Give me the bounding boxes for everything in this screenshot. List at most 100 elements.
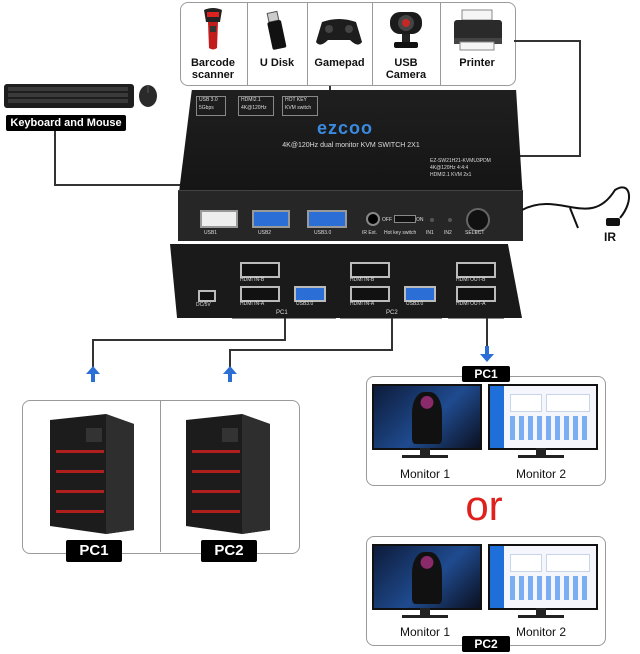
- badge-bottom: 5Gbps: [199, 105, 214, 111]
- badge-top: HDMI2.1: [241, 97, 261, 103]
- monitor-base: [402, 615, 448, 618]
- dc-port: [198, 290, 216, 302]
- usb1-label: USB1: [204, 230, 218, 236]
- usb1-port: [200, 210, 238, 228]
- or-label: or: [465, 482, 503, 529]
- usb30-pc1: [294, 286, 326, 302]
- hdmi-out-b: [456, 262, 496, 278]
- peripheral-divider: [372, 2, 373, 86]
- keyboard-cable: [54, 184, 240, 186]
- monitor-base: [402, 455, 448, 458]
- badge: [196, 96, 226, 116]
- arrow-up-icon: [86, 366, 100, 382]
- dashboard-chart: [546, 394, 590, 412]
- off-label: OFF: [382, 217, 392, 223]
- monitor-stand: [536, 448, 546, 456]
- monitor-2-label: Monitor 2: [515, 467, 567, 481]
- pc1-group-label: PC1: [276, 310, 288, 316]
- usb30-label: USB3.0: [296, 301, 314, 307]
- badge-bottom: KVM switch: [285, 105, 312, 111]
- dc-label: DC/5V: [196, 302, 211, 308]
- peripheral-divider: [307, 2, 308, 86]
- usb2-port: [252, 210, 290, 228]
- peripheral-label: Printer: [459, 57, 495, 69]
- hdmi-in-a-pc2: [350, 286, 390, 302]
- arrow-up-icon: [223, 366, 237, 382]
- hdmi-in-a-label: HDMI IN-A: [350, 301, 375, 307]
- on-label: ON: [416, 217, 424, 223]
- dashboard-sidebar: [490, 546, 504, 608]
- monitor-stand: [420, 608, 430, 616]
- monitor-base: [518, 455, 564, 458]
- badge-top: HOT KEY: [285, 97, 307, 103]
- monitor-1-screen: [372, 544, 482, 610]
- monitor-2-screen: [488, 544, 598, 610]
- pc1-cable: [92, 339, 286, 341]
- pc2-cable: [229, 349, 231, 369]
- badge: [282, 96, 318, 116]
- keyboard-icon: [4, 82, 134, 110]
- badge-bottom: 4K@120Hz: [241, 105, 267, 111]
- monitor-group-1-tag: PC1: [462, 366, 510, 382]
- mouse-icon: [137, 82, 159, 108]
- hdmi-out-b-label: HDMI OUT-B: [456, 277, 486, 283]
- monitor-1-label: Monitor 1: [399, 467, 451, 481]
- gamepad-icon: [314, 14, 364, 48]
- peripheral-label: Barcode scanner: [190, 57, 236, 81]
- pc2-label: PC2: [201, 540, 257, 562]
- device-title: 4K@120Hz dual monitor KVM SWITCH 2X1: [282, 142, 420, 149]
- usb3-port: [307, 210, 347, 228]
- hdmi-in-b-pc2: [350, 262, 390, 278]
- barcode-scanner-icon: [198, 6, 228, 52]
- monitor-group-2-tag: PC2: [462, 636, 510, 652]
- pc-tower-icon: [46, 410, 138, 536]
- arrow-down-icon: [480, 346, 494, 362]
- monitor-stand: [420, 448, 430, 456]
- ir-ext-port: [366, 212, 380, 226]
- in1-led: [430, 218, 434, 222]
- pc-tower-icon: [182, 410, 274, 536]
- usb-disk-icon: [264, 10, 288, 52]
- in2-label: IN2: [444, 230, 452, 236]
- badge-top: USB 3.0: [199, 97, 218, 103]
- dashboard-chart: [510, 394, 542, 412]
- pcs-divider: [160, 400, 161, 552]
- pc1-cable: [284, 318, 286, 340]
- printer-cable: [514, 40, 580, 42]
- usb2-label: USB2: [258, 230, 272, 236]
- hdmi-in-b-label: HDMI IN-B: [350, 277, 375, 283]
- game-character-icon: [412, 552, 442, 604]
- monitor-base: [518, 615, 564, 618]
- ir-cable-icon: [520, 180, 638, 240]
- hotkey-toggle: [394, 215, 416, 223]
- ir-label: IR: [604, 230, 616, 244]
- model-line: 4K@120Hz 4:4:4: [430, 165, 469, 171]
- hdmi-out-a: [456, 286, 496, 302]
- usb3-label: USB3.0: [314, 230, 332, 236]
- monitor-2-label: Monitor 2: [515, 625, 567, 639]
- model-line: EZ-SW21H21-KVMU3PDM: [430, 158, 491, 164]
- peripheral-divider: [440, 2, 441, 86]
- peripheral-divider: [247, 2, 248, 86]
- kvm-device-rear: [170, 244, 522, 318]
- usb30-label: USB3.0: [406, 301, 424, 307]
- pc1-cable: [92, 339, 94, 369]
- monitor-stand: [536, 608, 546, 616]
- in2-led: [448, 218, 452, 222]
- dashboard-chart: [546, 554, 590, 572]
- in1-label: IN1: [426, 230, 434, 236]
- hdmi-in-b-label: HDMI IN-B: [240, 277, 265, 283]
- select-button: [466, 208, 490, 232]
- hdmi-in-b-pc1: [240, 262, 280, 278]
- hotkey-label: Hot key switch: [384, 230, 417, 236]
- dashboard-bars: [510, 576, 588, 600]
- monitor-2-screen: [488, 384, 598, 450]
- model-line: HDMI2.1 KVM 2x1: [430, 172, 472, 178]
- printer-icon: [450, 8, 506, 52]
- badge: [238, 96, 274, 116]
- game-character-icon: [412, 392, 442, 444]
- pc2-cable: [391, 318, 393, 350]
- out-bracket: [448, 318, 504, 319]
- keyboard-mouse-label: Keyboard and Mouse: [6, 115, 126, 131]
- dashboard-sidebar: [490, 386, 504, 448]
